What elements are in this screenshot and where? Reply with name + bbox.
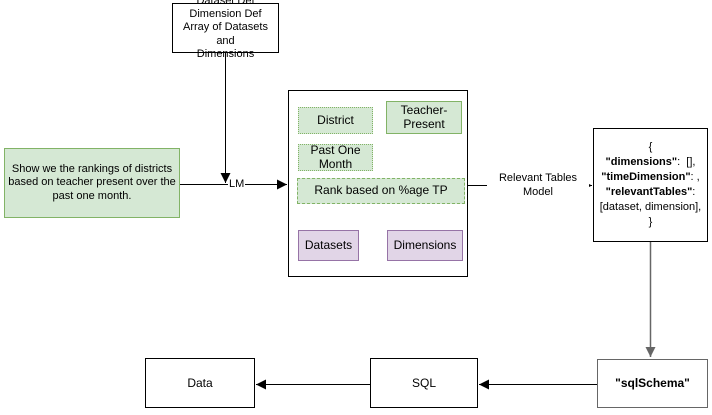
- query-box-line: past one month.: [52, 189, 132, 202]
- node-dimensions: Dimensions: [387, 230, 463, 261]
- node-datasets: Datasets: [298, 230, 359, 261]
- data-box: Data: [145, 358, 255, 408]
- relevant-tables-label: Relevant Tables Model: [487, 172, 589, 200]
- json-line: "dimensions": [],: [605, 156, 696, 168]
- node-rank-based-on-tp: Rank based on %age TP: [297, 178, 465, 204]
- entities-container-box: District Teacher-Present Past One Month …: [288, 90, 468, 277]
- llm-label: LM: [228, 178, 246, 192]
- query-box: Show we the rankings of districts based …: [4, 148, 180, 218]
- json-line: }: [648, 216, 653, 228]
- json-line: {: [648, 141, 653, 153]
- query-box-line: Show we the rankings of districts: [11, 163, 173, 176]
- node-district: District: [298, 107, 373, 134]
- sqlschema-label: "sqlSchema": [615, 376, 690, 391]
- query-box-line: based on teacher present over the: [8, 176, 176, 189]
- node-past-one-month: Past One Month: [298, 143, 373, 171]
- defs-box: Dataset Def Dimension Def Array of Datas…: [172, 0, 279, 60]
- json-line: "relevantTables":: [605, 186, 696, 198]
- defs-box-line: Dimension Def: [189, 8, 262, 21]
- defs-box-line: Dimensions: [196, 47, 255, 60]
- sql-box: SQL: [370, 358, 478, 408]
- node-teacher-present: Teacher-Present: [386, 101, 462, 134]
- defs-box-line: Array of Datasets and: [183, 21, 268, 47]
- sqlschema-box: "sqlSchema": [597, 359, 708, 408]
- json-output-box: { "dimensions": [], "timeDimension": , "…: [593, 128, 708, 242]
- json-line: [dataset, dimension],: [599, 201, 702, 213]
- defs-box-line: Dataset Def: [196, 0, 255, 8]
- json-line: "timeDimension": ,: [601, 171, 700, 183]
